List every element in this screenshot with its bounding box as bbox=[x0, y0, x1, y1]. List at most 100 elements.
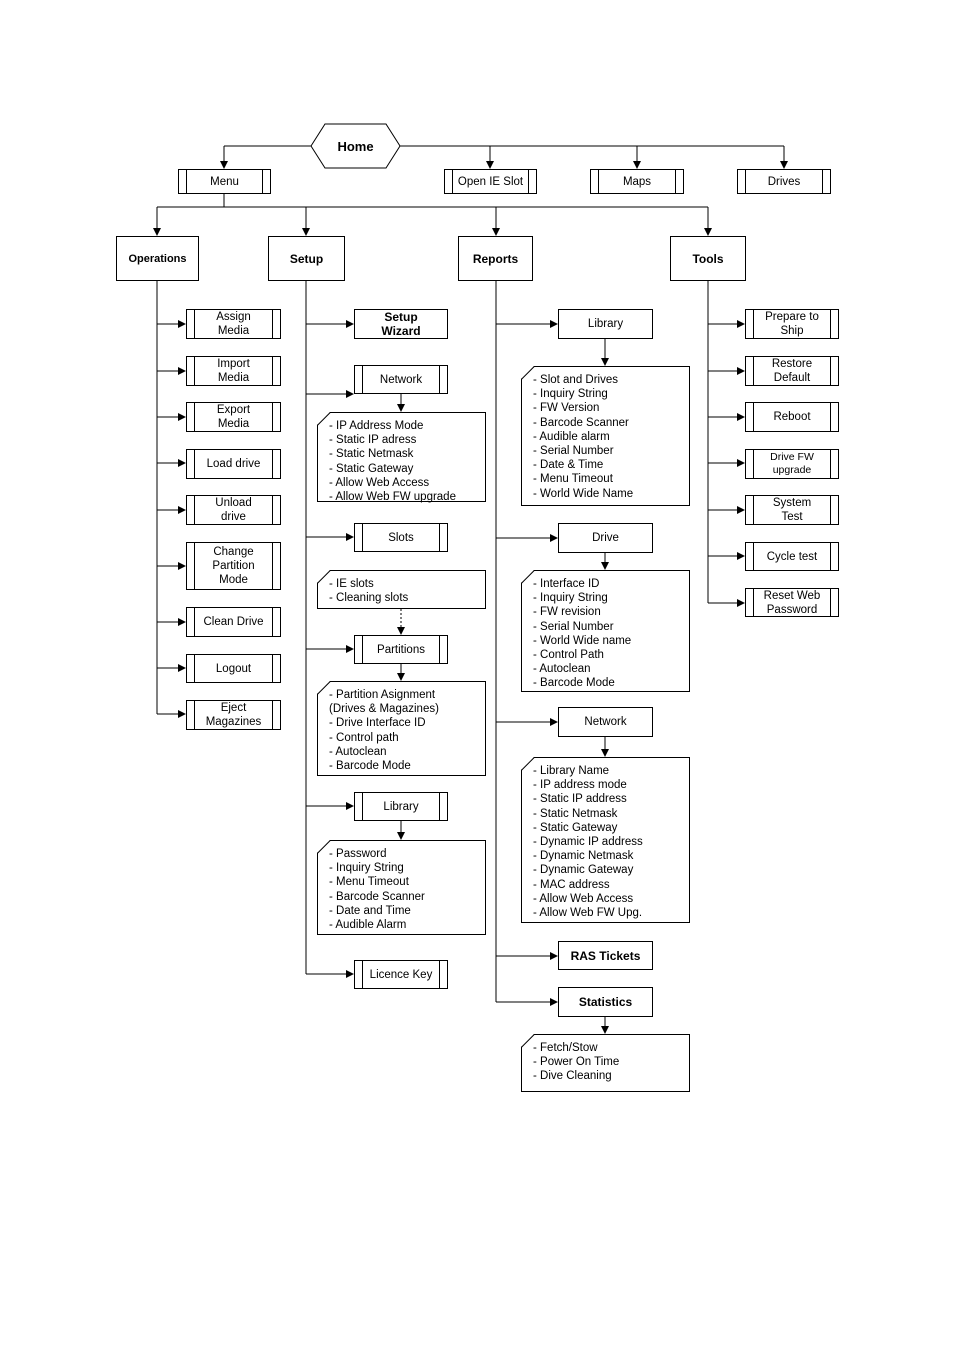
setup-library-box[interactable]: Library bbox=[354, 792, 448, 821]
setup-network-label: Network bbox=[379, 373, 423, 386]
note-item: - Audible alarm bbox=[533, 430, 610, 443]
note-item: - Power On Time bbox=[533, 1056, 620, 1069]
note-item: - Static IP adress bbox=[329, 434, 417, 447]
import-media-box[interactable]: Import Media bbox=[186, 356, 281, 386]
maps-label: Maps bbox=[622, 175, 652, 188]
note-item: - Date & Time bbox=[533, 459, 604, 472]
note-item: - Barcode Scanner bbox=[533, 416, 629, 429]
note-item: - World Wide name bbox=[533, 634, 632, 647]
note-item: - Menu Timeout bbox=[533, 473, 613, 486]
reports-drive-box[interactable]: Drive bbox=[558, 523, 653, 553]
home-node[interactable]: Home bbox=[337, 138, 374, 154]
setup-partitions-box[interactable]: Partitions bbox=[354, 635, 448, 664]
drives-box[interactable]: Drives bbox=[737, 169, 831, 194]
reports-library-box[interactable]: Library bbox=[558, 309, 653, 339]
note-item: - World Wide Name bbox=[533, 487, 634, 500]
unload-drive-box[interactable]: Unload drive bbox=[186, 495, 281, 525]
load-drive-box[interactable]: Load drive bbox=[186, 449, 281, 479]
note-item: - Date and Time bbox=[329, 904, 411, 917]
operations-label: Operations bbox=[128, 252, 187, 265]
reports-network-box[interactable]: Network bbox=[558, 707, 653, 737]
reports-category[interactable]: Reports bbox=[458, 236, 533, 281]
eject-magazines-box[interactable]: Eject Magazines bbox=[186, 700, 281, 730]
reset-web-password-box[interactable]: Reset Web Password bbox=[745, 588, 839, 617]
reports-library-label: Library bbox=[587, 318, 624, 330]
setup-category[interactable]: Setup bbox=[268, 236, 345, 281]
drive-fw-upgrade-box[interactable]: Drive FW upgrade bbox=[745, 449, 839, 479]
logout-box[interactable]: Logout bbox=[186, 654, 281, 683]
import-media-label: Import Media bbox=[217, 358, 250, 384]
setup-slots-note: - IE slots - Cleaning slots bbox=[317, 570, 486, 609]
tools-category[interactable]: Tools bbox=[670, 236, 746, 281]
statistics-label: Statistics bbox=[578, 995, 633, 1009]
export-media-box[interactable]: Export Media bbox=[186, 402, 281, 432]
unload-drive-label: Unload drive bbox=[215, 497, 252, 523]
note-item: - Dynamic IP address bbox=[533, 836, 643, 849]
note-item: - IP Address Mode bbox=[329, 420, 424, 432]
open-ie-slot-box[interactable]: Open IE Slot bbox=[444, 169, 537, 194]
clean-drive-box[interactable]: Clean Drive bbox=[186, 607, 281, 637]
logout-label: Logout bbox=[215, 662, 252, 675]
setup-network-box[interactable]: Network bbox=[354, 365, 448, 394]
note-item: - Control path bbox=[329, 731, 399, 744]
reports-label: Reports bbox=[472, 251, 519, 266]
note-item: - MAC address bbox=[533, 878, 610, 891]
setup-wizard-box[interactable]: Setup Wizard bbox=[354, 309, 448, 339]
clean-drive-label: Clean Drive bbox=[203, 616, 264, 628]
licence-key-box[interactable]: Licence Key bbox=[354, 960, 448, 989]
reports-drive-label: Drive bbox=[592, 532, 619, 544]
eject-magazines-label: Eject Magazines bbox=[205, 702, 262, 728]
assign-media-box[interactable]: Assign Media bbox=[186, 309, 281, 339]
note-item: - Static IP address bbox=[533, 793, 627, 806]
setup-partitions-label: Partitions bbox=[377, 643, 425, 656]
statistics-box[interactable]: Statistics bbox=[558, 987, 653, 1017]
setup-wizard-label: Setup Wizard bbox=[381, 310, 421, 338]
note-item: - Dive Cleaning bbox=[533, 1070, 612, 1083]
change-partition-mode-box[interactable]: Change Partition Mode bbox=[186, 542, 281, 590]
open-ie-slot-label: Open IE Slot bbox=[457, 175, 524, 188]
note-item: - Menu Timeout bbox=[329, 876, 409, 889]
tools-label: Tools bbox=[692, 251, 724, 266]
note-item: - Interface ID bbox=[533, 578, 600, 590]
note-item: - Static Gateway bbox=[533, 821, 618, 834]
note-item: - Static Netmask bbox=[533, 807, 618, 820]
prepare-to-ship-label: Prepare to Ship bbox=[765, 311, 819, 337]
note-item: - Fetch/Stow bbox=[533, 1042, 598, 1054]
setup-label: Setup bbox=[289, 251, 324, 266]
note-item: - Autoclean bbox=[329, 745, 387, 758]
note-item: - Inquiry String bbox=[533, 592, 608, 605]
note-item: - Autoclean bbox=[533, 663, 591, 676]
cycle-test-label: Cycle test bbox=[766, 550, 818, 563]
operations-category[interactable]: Operations bbox=[116, 236, 199, 281]
reports-network-note: - Library Name - IP address mode - Stati… bbox=[521, 757, 690, 923]
note-item: - Slot and Drives bbox=[533, 374, 619, 386]
system-test-box[interactable]: System Test bbox=[745, 495, 839, 525]
setup-library-label: Library bbox=[383, 800, 419, 813]
prepare-to-ship-box[interactable]: Prepare to Ship bbox=[745, 309, 839, 339]
note-item: - Allow Web FW Upg. bbox=[533, 907, 643, 920]
setup-network-note: - IP Address Mode - Static IP adress - S… bbox=[317, 412, 486, 503]
note-item: - Inquiry String bbox=[533, 388, 608, 401]
statistics-note: - Fetch/Stow - Power On Time - Dive Clea… bbox=[521, 1034, 690, 1092]
reboot-box[interactable]: Reboot bbox=[745, 402, 839, 432]
cycle-test-box[interactable]: Cycle test bbox=[745, 542, 839, 571]
note-item: - FW revision bbox=[533, 606, 601, 619]
reports-network-label: Network bbox=[584, 716, 627, 728]
setup-partitions-note: - Partition Asignment (Drives & Magazine… bbox=[317, 681, 486, 776]
note-item: - Inquiry String bbox=[329, 862, 404, 875]
change-partition-mode-label: Change Partition Mode bbox=[212, 546, 255, 586]
maps-box[interactable]: Maps bbox=[590, 169, 684, 194]
ras-tickets-box[interactable]: RAS Tickets bbox=[558, 941, 653, 970]
note-item: - Drive Interface ID bbox=[329, 717, 426, 730]
ras-tickets-label: RAS Tickets bbox=[570, 948, 641, 963]
note-item: - Serial Number bbox=[533, 445, 614, 458]
note-item: - Allow Web Access bbox=[533, 892, 634, 905]
setup-slots-box[interactable]: Slots bbox=[354, 523, 448, 552]
system-test-label: System Test bbox=[772, 497, 812, 523]
note-item: - Control Path bbox=[533, 649, 604, 662]
reset-web-password-label: Reset Web Password bbox=[763, 589, 821, 616]
menu-box[interactable]: Menu bbox=[178, 169, 271, 194]
restore-default-box[interactable]: Restore Default bbox=[745, 356, 839, 386]
